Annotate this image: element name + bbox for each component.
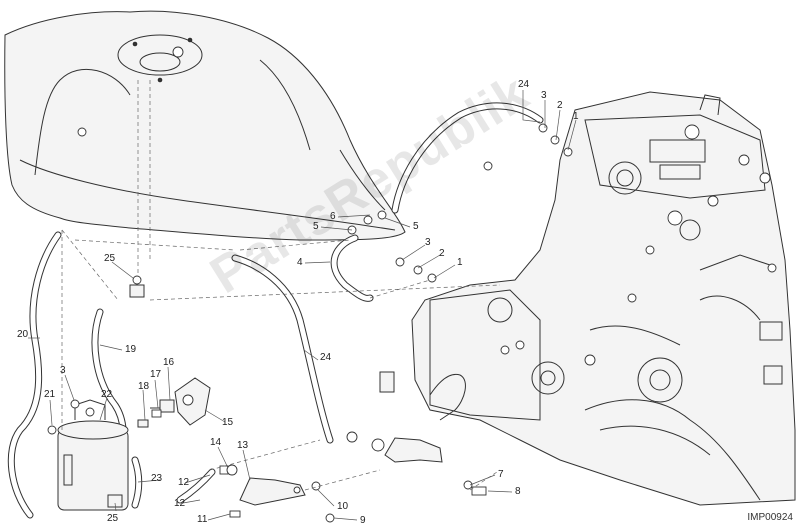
callout-15: 15 xyxy=(222,417,234,428)
callout-9: 9 xyxy=(360,515,366,526)
callout-7: 7 xyxy=(498,469,504,480)
hose-24-upper xyxy=(391,102,544,214)
callout-11: 11 xyxy=(197,514,208,525)
callout-25-bottom: 25 xyxy=(107,513,119,524)
callout-24-mid: 24 xyxy=(320,352,332,363)
callout-4: 4 xyxy=(297,257,303,268)
callout-3-mid: 3 xyxy=(425,237,431,248)
reference-code: IMP00924 xyxy=(747,512,793,523)
callout-16: 16 xyxy=(163,357,175,368)
canister xyxy=(57,399,129,511)
callout-17: 17 xyxy=(150,369,162,380)
hose-24-lower xyxy=(231,254,334,444)
callout-3-top: 3 xyxy=(541,90,547,101)
valve-assembly xyxy=(137,377,211,428)
fasteners xyxy=(47,123,573,523)
callout-23: 23 xyxy=(151,473,163,484)
callout-1-mid: 1 xyxy=(457,257,463,268)
callout-6: 6 xyxy=(330,211,336,222)
hose-12 xyxy=(176,468,216,504)
callout-3-left: 3 xyxy=(60,365,66,376)
callout-18: 18 xyxy=(138,381,150,392)
callout-24-top: 24 xyxy=(518,79,530,90)
engine xyxy=(379,91,796,506)
callout-2-mid: 2 xyxy=(439,248,445,259)
callout-20: 20 xyxy=(17,329,29,340)
callout-13: 13 xyxy=(237,440,249,451)
hose-20 xyxy=(7,231,62,519)
callout-1-top: 1 xyxy=(573,111,579,122)
callout-21: 21 xyxy=(44,389,56,400)
callout-19: 19 xyxy=(125,344,137,355)
callout-25-top: 25 xyxy=(104,253,116,264)
callout-12-upper: 12 xyxy=(178,477,190,488)
hose-23 xyxy=(131,456,143,509)
callout-14: 14 xyxy=(210,437,222,448)
callout-5-right: 5 xyxy=(413,221,419,232)
bracket-13 xyxy=(239,477,306,506)
hose-4 xyxy=(330,234,374,302)
assembly-guides xyxy=(61,80,501,491)
callout-22: 22 xyxy=(101,389,113,400)
fitting-25-bottom xyxy=(107,494,123,508)
leader-lines xyxy=(28,90,577,521)
fitting-25-top xyxy=(129,275,145,298)
callout-5-left: 5 xyxy=(313,221,319,232)
bracket-engine xyxy=(346,431,443,463)
callout-10: 10 xyxy=(337,501,349,512)
fuel-tank xyxy=(4,10,493,241)
callout-2-top: 2 xyxy=(557,100,563,111)
callout-8: 8 xyxy=(515,486,521,497)
callout-12-lower: 12 xyxy=(174,498,186,509)
